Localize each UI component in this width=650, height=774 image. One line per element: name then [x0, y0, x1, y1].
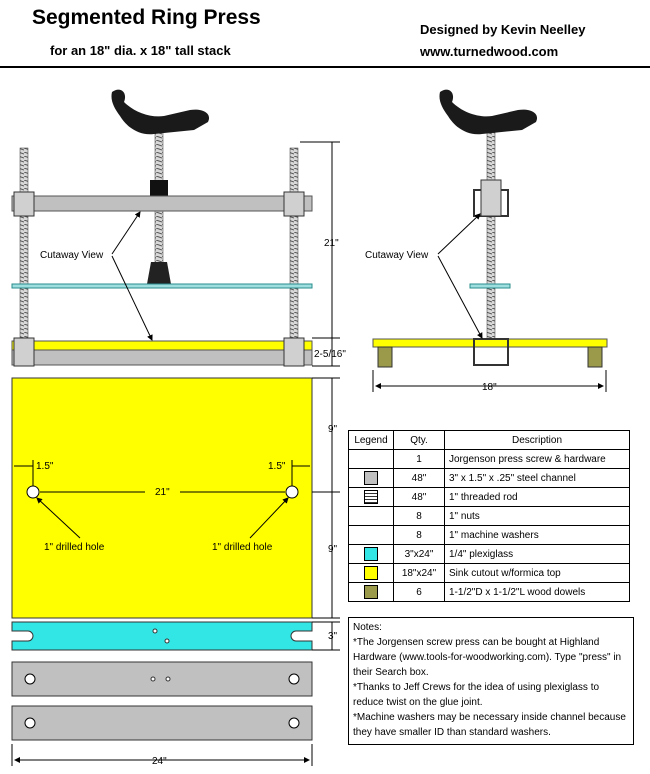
dim-3: 3"	[328, 631, 338, 642]
side-plexiglass	[469, 283, 511, 289]
legend-header-qty: Qty.	[393, 430, 445, 450]
nut-top-left	[13, 191, 35, 217]
legend-row: 6 1-1/2"D x 1-1/2"L wood dowels	[348, 582, 630, 602]
threaded-rod-left	[19, 147, 29, 367]
steel-channel-strip-1	[11, 661, 313, 697]
front-view: Cutaway View 21" 2-5/16"	[11, 89, 346, 367]
page-subtitle: for an 18" dia. x 18" tall stack	[50, 43, 231, 58]
plexiglass-plate	[11, 283, 313, 289]
legend-row: 3"x24" 1/4" plexiglass	[348, 544, 630, 564]
steel-channel-strip-2	[11, 705, 313, 741]
dim-1-5-left: 1.5"	[36, 461, 54, 472]
drilled-hole-label-left: 1" drilled hole	[44, 542, 105, 553]
drilled-hole-label-right: 1" drilled hole	[212, 542, 273, 553]
side-channel-bottom	[473, 338, 509, 366]
dim-1-5-right: 1.5"	[268, 461, 286, 472]
side-view: Cutaway View 18"	[365, 89, 608, 393]
plexiglass-swatch-icon	[364, 547, 378, 561]
dowel-swatch-icon	[364, 585, 378, 599]
notes-heading: Notes:	[353, 622, 382, 633]
dim-24: 24"	[152, 756, 167, 767]
website-link[interactable]: www.turnedwood.com	[420, 44, 559, 59]
nut-bottom-left	[13, 337, 35, 367]
bottom-formica	[11, 340, 313, 351]
legend-row: 8 1" nuts	[348, 506, 630, 526]
cutaway-label-right: Cutaway View	[365, 250, 429, 261]
legend-header-legend: Legend	[348, 430, 394, 450]
designer-credit: Designed by Kevin Neelley	[420, 22, 586, 37]
nut-bottom-right	[283, 337, 305, 367]
top-steel-channel	[11, 195, 313, 212]
cutaway-label-left: Cutaway View	[40, 250, 104, 261]
side-handle-icon	[439, 89, 538, 135]
side-dowel-right	[587, 346, 603, 368]
press-foot	[147, 262, 171, 284]
drilled-hole-right	[285, 485, 299, 499]
dim-width-18: 18"	[482, 382, 497, 393]
threaded-rod-right	[289, 147, 299, 367]
legend-row: 1 Jorgenson press screw & hardware	[348, 449, 630, 469]
bottom-steel-channel	[11, 349, 313, 366]
note-item: *Machine washers may be necessary inside…	[353, 712, 626, 738]
side-press-screw	[486, 119, 496, 341]
dim-9-bottom: 9"	[328, 544, 338, 555]
notes-box: Notes: *The Jorgensen screw press can be…	[348, 617, 634, 745]
steel-swatch-icon	[364, 471, 378, 485]
strips: 3" 24"	[11, 621, 340, 767]
note-item: *The Jorgensen screw press can be bought…	[353, 637, 622, 678]
legend-row: 8 1" machine washers	[348, 525, 630, 545]
dim-width-21: 21"	[155, 487, 170, 498]
plexiglass-strip	[11, 621, 313, 651]
base-plan: 1.5" 1.5" 21" 1" drilled hole 1" drilled…	[11, 377, 340, 619]
note-item: *Thanks to Jeff Crews for the idea of us…	[353, 682, 600, 708]
press-handle-icon	[111, 89, 210, 135]
formica-base	[11, 377, 313, 619]
side-formica-top	[372, 338, 608, 348]
dim-9-top: 9"	[328, 424, 338, 435]
page-title: Segmented Ring Press	[32, 6, 261, 29]
threaded-rod-swatch-icon	[364, 490, 378, 504]
dim-2-5-16: 2-5/16"	[314, 349, 346, 360]
side-dowel-left	[377, 346, 393, 368]
drilled-hole-left	[26, 485, 40, 499]
parts-legend-table: Legend Qty. Description 1 Jorgenson pres…	[348, 430, 630, 602]
header-divider	[0, 66, 650, 68]
formica-swatch-icon	[364, 566, 378, 580]
legend-row: 48" 3" x 1.5" x .25" steel channel	[348, 468, 630, 488]
dim-height-21: 21"	[324, 238, 339, 249]
nut-top-right	[283, 191, 305, 217]
legend-row: 18"x24" Sink cutout w/formica top	[348, 563, 630, 583]
legend-row: 48" 1" threaded rod	[348, 487, 630, 507]
legend-header-description: Description	[444, 430, 630, 450]
